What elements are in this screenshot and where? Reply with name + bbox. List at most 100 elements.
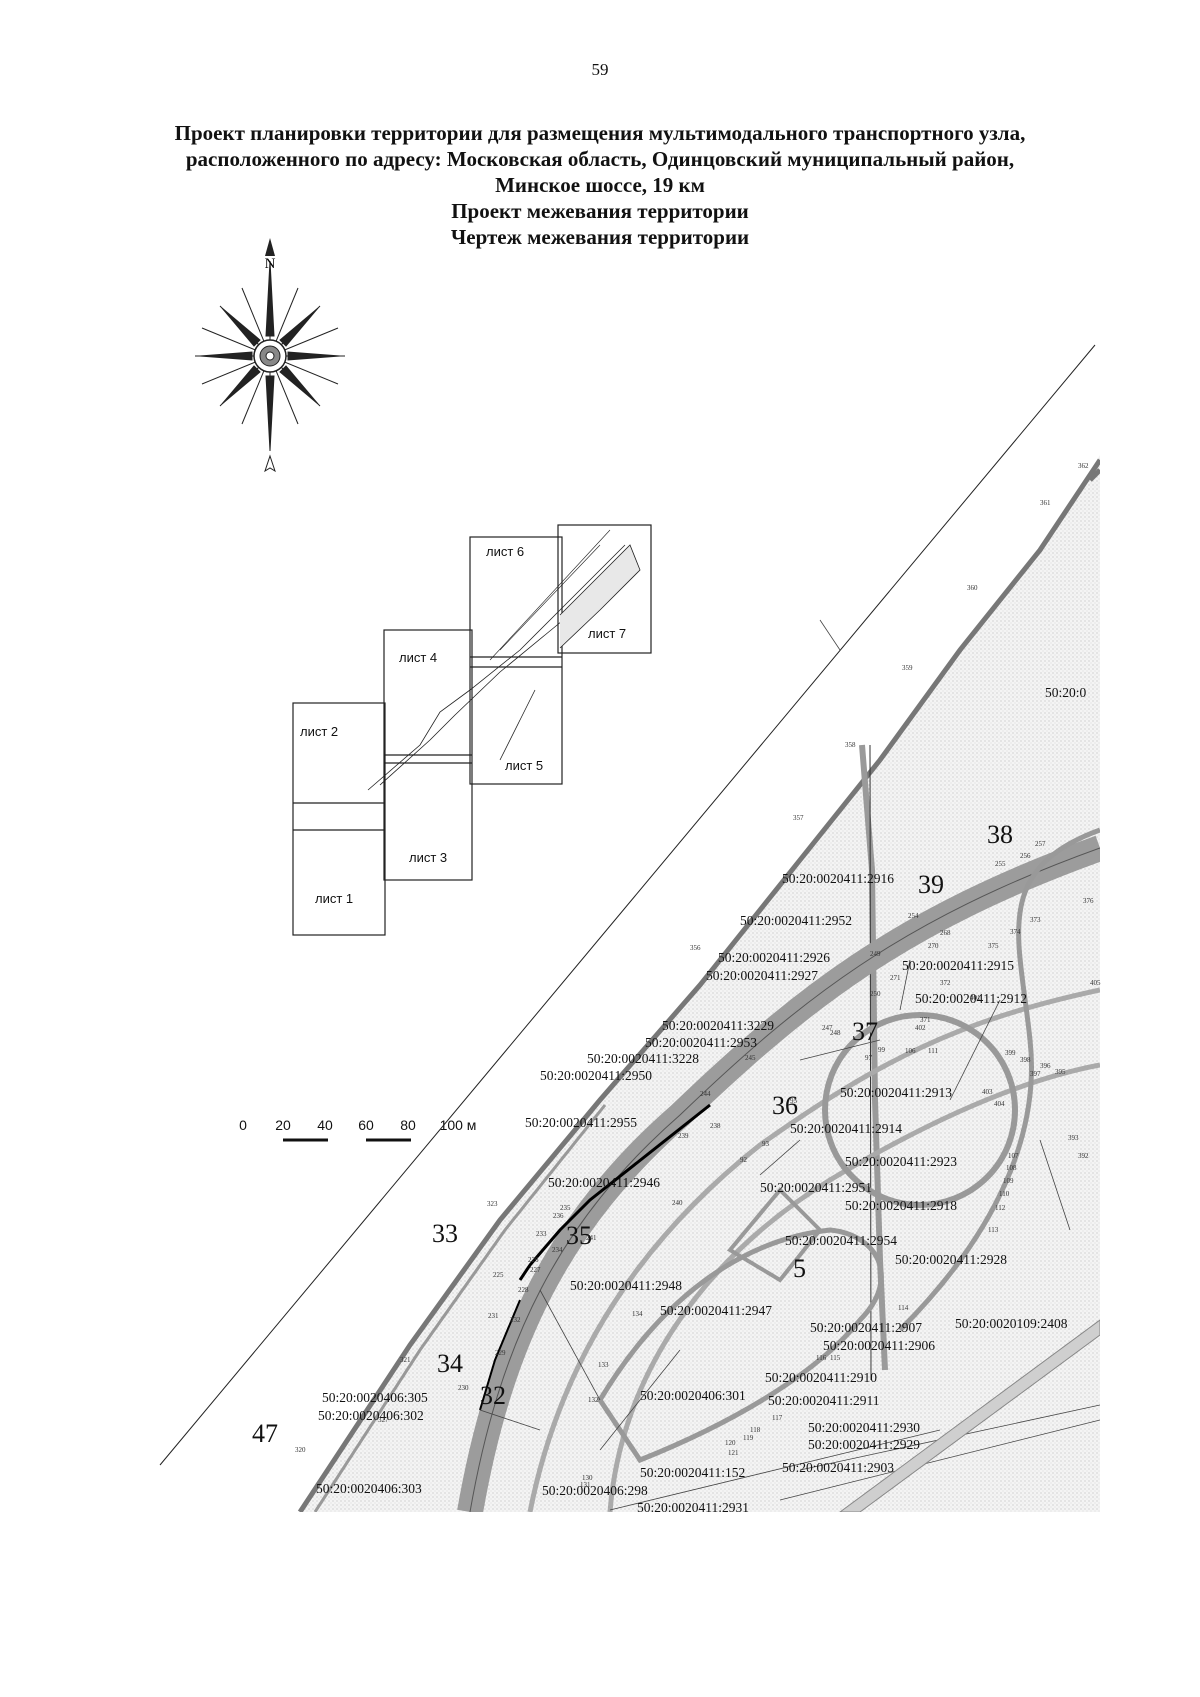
sheet-label-1: лист 1	[315, 891, 353, 906]
point-number: 398	[1020, 1056, 1031, 1064]
sheet-label-6: лист 6	[486, 544, 524, 559]
point-number: 109	[1003, 1177, 1014, 1185]
cadastral-label: 50:20:0020411:2910	[765, 1370, 877, 1385]
territory-fill	[300, 455, 1100, 1512]
point-number: 404	[994, 1100, 1005, 1108]
point-number: 228	[518, 1286, 529, 1294]
cadastral-label: 50:20:0020411:2931	[637, 1500, 749, 1515]
cadastral-label: 50:20:0020411:2928	[895, 1252, 1007, 1267]
sheet-label-5: лист 5	[505, 758, 543, 773]
point-number: 106	[905, 1047, 916, 1055]
scale-tick-40: 40	[317, 1117, 333, 1133]
zone-number-36: 36	[772, 1091, 798, 1120]
point-number: 234	[552, 1246, 563, 1254]
point-number: 375	[988, 942, 999, 950]
point-number: 225	[493, 1271, 504, 1279]
point-number: 134	[632, 1310, 643, 1318]
point-number: 119	[743, 1434, 754, 1442]
point-number: 268	[940, 929, 951, 937]
point-number: 405	[1090, 979, 1101, 987]
point-number: 132	[588, 1396, 599, 1404]
cadastral-label: 50:20:0020411:2913	[840, 1085, 952, 1100]
cadastral-label: 50:20:0020411:2907	[810, 1320, 922, 1335]
sheet-label-7: лист 7	[588, 626, 626, 641]
point-number: 245	[745, 1054, 756, 1062]
point-number: 395	[1055, 1068, 1066, 1076]
point-number: 327	[378, 1416, 389, 1424]
point-number: 320	[295, 1446, 306, 1454]
sheet-index-diagram	[292, 524, 652, 936]
point-number: 232	[510, 1316, 521, 1324]
point-number: 360	[967, 584, 978, 592]
title-line-2: расположенного по адресу: Московская обл…	[185, 147, 1015, 171]
point-number: 110	[999, 1190, 1010, 1198]
point-number: 254	[908, 912, 919, 920]
scale-tick-100: 100 м	[440, 1117, 477, 1133]
point-number: 271	[890, 974, 901, 982]
cadastral-label: 50:20:0020411:2953	[645, 1035, 757, 1050]
cadastral-label: 50:20:0020411:2929	[808, 1437, 920, 1452]
point-number: 396	[1040, 1062, 1051, 1070]
cadastral-label: 50:20:0020411:2950	[540, 1068, 652, 1083]
cadastral-label: 50:20:0020411:2918	[845, 1198, 957, 1213]
point-number: 323	[487, 1200, 498, 1208]
point-number: 115	[830, 1354, 841, 1362]
cadastral-label: 50:20:0020411:152	[640, 1465, 745, 1480]
cadastral-label: 50:20:0	[1045, 685, 1087, 700]
point-number: 256	[1020, 852, 1031, 860]
cadastral-label: 50:20:0020406:303	[316, 1481, 422, 1496]
cadastral-label: 50:20:0020411:2923	[845, 1154, 957, 1169]
point-number: 133	[598, 1361, 609, 1369]
cadastral-label: 50:20:0020411:2948	[570, 1278, 682, 1293]
point-number: 376	[1083, 897, 1094, 905]
cadastral-label: 50:20:0020411:3228	[587, 1051, 699, 1066]
point-number: 373	[1030, 916, 1041, 924]
document-title: Проект планировки территории для размеще…	[60, 120, 1140, 250]
point-number: 358	[845, 741, 856, 749]
zone-number-37: 37	[852, 1017, 878, 1046]
cadastral-label: 50:20:0020411:2926	[718, 950, 830, 965]
zone-number-34: 34	[437, 1349, 463, 1378]
point-number: 239	[678, 1132, 689, 1140]
cadastral-label: 50:20:0020411:2946	[548, 1175, 660, 1190]
point-number: 392	[1078, 1152, 1089, 1160]
compass-north-label: N	[265, 256, 276, 272]
point-number: 374	[1010, 928, 1021, 936]
scale-tick-60: 60	[358, 1117, 374, 1133]
point-number: 95	[790, 1097, 798, 1105]
point-number: 397	[1030, 1070, 1041, 1078]
scale-tick-0: 0	[239, 1117, 247, 1133]
point-number: 226	[528, 1256, 539, 1264]
point-number: 270	[928, 942, 939, 950]
cadastral-label: 50:20:0020411:2906	[823, 1338, 935, 1353]
point-number: 236	[553, 1212, 564, 1220]
cadastral-label: 50:20:0020411:2927	[706, 968, 818, 983]
cadastral-label: 50:20:0020411:2912	[915, 991, 1027, 1006]
point-number: 231	[488, 1312, 499, 1320]
point-number: 250	[870, 990, 881, 998]
cadastral-label: 50:20:0020109:2408	[955, 1316, 1068, 1331]
point-number: 371	[920, 1016, 931, 1024]
scale-tick-80: 80	[400, 1117, 416, 1133]
point-number: 117	[772, 1414, 783, 1422]
point-number: 247	[822, 1024, 833, 1032]
point-number: 240	[672, 1199, 683, 1207]
point-number: 257	[1035, 840, 1046, 848]
point-number: 402	[915, 1024, 926, 1032]
cadastral-label: 50:20:0020411:2915	[902, 958, 1014, 973]
point-number: 235	[560, 1204, 571, 1212]
point-number: 229	[495, 1349, 506, 1357]
zone-number-35: 35	[566, 1221, 592, 1250]
title-line-1: Проект планировки территории для размеще…	[174, 121, 1026, 145]
point-number: 357	[793, 814, 804, 822]
cadastral-label: 50:20:0020411:3229	[662, 1018, 774, 1033]
cadastral-label: 50:20:0020411:2914	[790, 1121, 902, 1136]
sheet-label-4: лист 4	[399, 650, 437, 665]
point-number: 130	[582, 1474, 593, 1482]
map-area	[159, 344, 1100, 1512]
zone-number-47: 47	[252, 1419, 278, 1448]
point-number: 108	[1006, 1164, 1017, 1172]
point-number: 249	[870, 950, 881, 958]
point-number: 113	[988, 1226, 999, 1234]
